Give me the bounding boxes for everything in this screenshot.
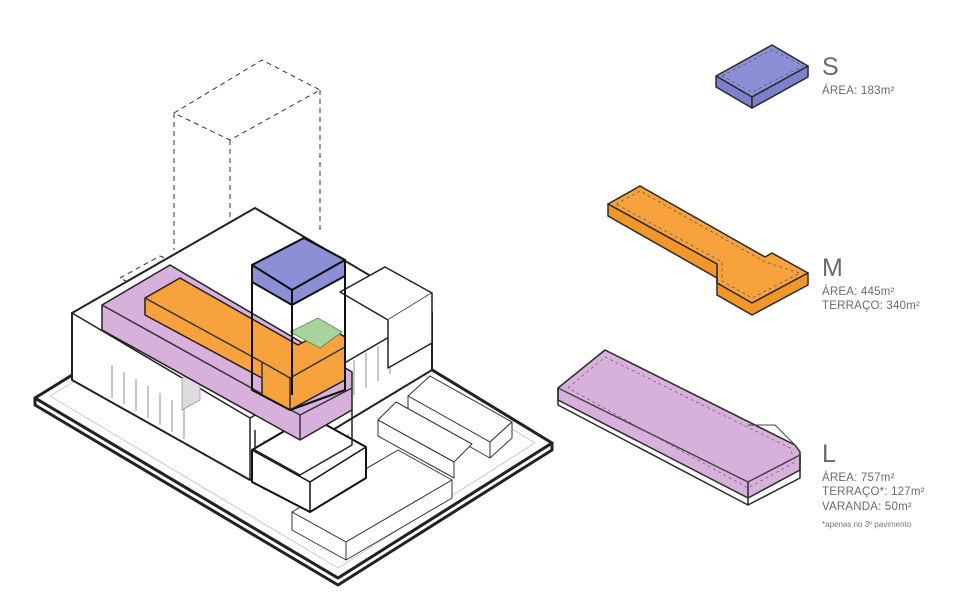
legend-m-letter: M [822,254,843,282]
volume-l-isolated [557,349,801,506]
gabled-houses [377,375,513,479]
legend-m: M ÁREA: 445m² TERRAÇO: 340m² [822,256,920,314]
legend-l-area: ÁREA: 757m² [822,472,895,484]
legend-s-area: ÁREA: 183m² [822,85,895,97]
legend-l: L ÁREA: 757m² TERRAÇO*: 127m² VARANDA: 5… [822,442,925,530]
legend-s: S ÁREA: 183m² [822,55,895,98]
volume-s-on-site [251,237,346,411]
legend-l-note: *apenas no 3º pavimento [822,520,912,530]
front-low-block [291,449,453,561]
legend-l-terrace: TERRAÇO*: 127m² [822,486,925,499]
legend-s-letter: S [822,53,839,81]
right-annex-block [339,266,433,369]
legend-l-balcony: VARANDA: 50m² [822,500,912,513]
site-axonometric [33,59,554,587]
volume-m-isolated [607,185,809,316]
volume-s-isolated [715,44,809,109]
legend-m-terrace: TERRAÇO: 340m² [822,300,921,313]
legend-m-area: ÁREA: 445m² [822,286,895,298]
vegetation-patch [289,317,343,349]
lower-glass-pavilion [251,415,367,513]
legend-l-letter: L [822,440,836,468]
